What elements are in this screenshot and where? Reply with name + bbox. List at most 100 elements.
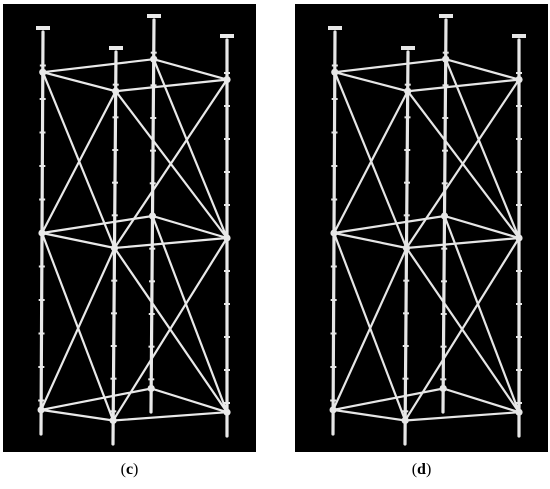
diagonal-brace xyxy=(151,215,229,413)
coupler-mark xyxy=(403,312,409,315)
coupler-mark xyxy=(224,270,230,272)
top-plate xyxy=(147,14,161,18)
coupler-mark xyxy=(149,182,156,185)
top-plate xyxy=(220,34,234,38)
diagonal-brace xyxy=(332,247,408,411)
coupler-mark xyxy=(39,198,46,201)
coupler-mark xyxy=(112,83,119,86)
coupler-mark xyxy=(224,138,230,140)
coupler-mark xyxy=(150,149,156,152)
coupler-mark xyxy=(149,280,155,283)
coupler-mark xyxy=(38,265,45,268)
diagonal-brace xyxy=(152,58,229,239)
caption-close-paren: ) xyxy=(133,461,139,478)
coupler-mark xyxy=(224,303,230,305)
coupler-mark xyxy=(39,98,46,100)
coupler-mark xyxy=(403,214,410,217)
diagonal-brace xyxy=(41,90,117,234)
diagonal-brace xyxy=(333,90,409,234)
coupler-mark xyxy=(224,105,230,107)
coupler-mark xyxy=(224,237,230,239)
coupler-mark xyxy=(112,116,119,119)
coupler-mark xyxy=(516,171,522,173)
coupler-mark xyxy=(441,182,448,185)
coupler-mark xyxy=(516,204,522,206)
horizontal-ledger-3 xyxy=(332,387,520,422)
coupler-mark xyxy=(148,378,155,381)
coupler-mark xyxy=(441,247,448,250)
coupler-mark xyxy=(442,117,449,119)
diagonal-brace xyxy=(112,237,228,422)
diagonal-brace xyxy=(40,247,116,411)
coupler-mark xyxy=(404,181,410,184)
coupler-mark xyxy=(403,247,410,249)
coupler-mark xyxy=(110,377,117,380)
coupler-mark xyxy=(150,117,157,119)
coupler-mark xyxy=(516,105,522,107)
caption-close-paren: ) xyxy=(425,461,432,478)
scaffold-frame-drawing-c xyxy=(36,14,234,446)
coupler-mark xyxy=(330,399,337,402)
top-plate xyxy=(109,46,123,50)
horizontal-ledger-2 xyxy=(333,214,520,250)
diagonal-brace xyxy=(404,237,520,422)
coupler-mark xyxy=(402,345,409,347)
diagonal-brace xyxy=(113,78,228,249)
coupler-mark xyxy=(442,84,449,87)
coupler-mark xyxy=(224,72,230,74)
coupler-mark xyxy=(331,165,338,167)
top-plate xyxy=(512,34,526,38)
coupler-mark xyxy=(516,303,522,305)
coupler-mark xyxy=(330,332,337,335)
coupler-mark xyxy=(403,279,410,282)
coupler-mark xyxy=(149,215,156,217)
node-joint xyxy=(439,384,447,393)
coupler-mark xyxy=(224,204,230,206)
horizontal-ledger-3 xyxy=(40,387,228,422)
coupler-mark xyxy=(404,83,411,86)
coupler-mark xyxy=(224,369,230,371)
diagonal-brace xyxy=(40,232,115,421)
top-plate xyxy=(401,46,415,50)
coupler-mark xyxy=(224,336,230,338)
coupler-mark xyxy=(112,149,119,151)
coupler-mark xyxy=(38,399,45,402)
diagonal-brace xyxy=(444,58,521,239)
scaffold-tower-image-d xyxy=(295,4,548,452)
top-plate xyxy=(36,26,50,30)
caption-open-paren: ( xyxy=(120,461,126,478)
coupler-mark xyxy=(38,299,45,301)
coupler-mark xyxy=(331,232,337,234)
top-plate xyxy=(328,26,342,30)
top-plate xyxy=(439,14,453,18)
coupler-mark xyxy=(330,265,337,268)
coupler-mark xyxy=(39,165,46,167)
coupler-mark xyxy=(38,332,45,335)
coupler-mark xyxy=(111,279,118,282)
coupler-mark xyxy=(150,84,157,87)
coupler-mark xyxy=(148,345,155,348)
caption-open-paren: ( xyxy=(411,461,418,478)
coupler-mark xyxy=(404,149,411,151)
coupler-mark xyxy=(112,181,118,184)
scaffold-tower-image-c xyxy=(3,4,256,452)
coupler-mark xyxy=(441,280,447,283)
diagonal-brace xyxy=(332,232,407,421)
scaffold-frame-drawing-d xyxy=(328,14,526,446)
horizontal-ledger-2 xyxy=(41,214,228,250)
panel-caption-d: (d) xyxy=(295,460,548,480)
coupler-mark xyxy=(441,215,448,217)
coupler-mark xyxy=(150,51,157,54)
coupler-mark xyxy=(516,402,522,404)
caption-letter: c xyxy=(125,461,134,478)
diagonal-brace xyxy=(405,78,520,249)
coupler-mark xyxy=(330,366,337,368)
coupler-mark xyxy=(111,312,117,315)
coupler-mark xyxy=(224,171,230,173)
coupler-mark xyxy=(440,345,447,348)
coupler-mark xyxy=(402,377,409,380)
coupler-mark xyxy=(404,116,411,119)
coupler-mark xyxy=(516,270,522,272)
coupler-mark xyxy=(516,138,522,140)
node-joint xyxy=(147,384,155,393)
